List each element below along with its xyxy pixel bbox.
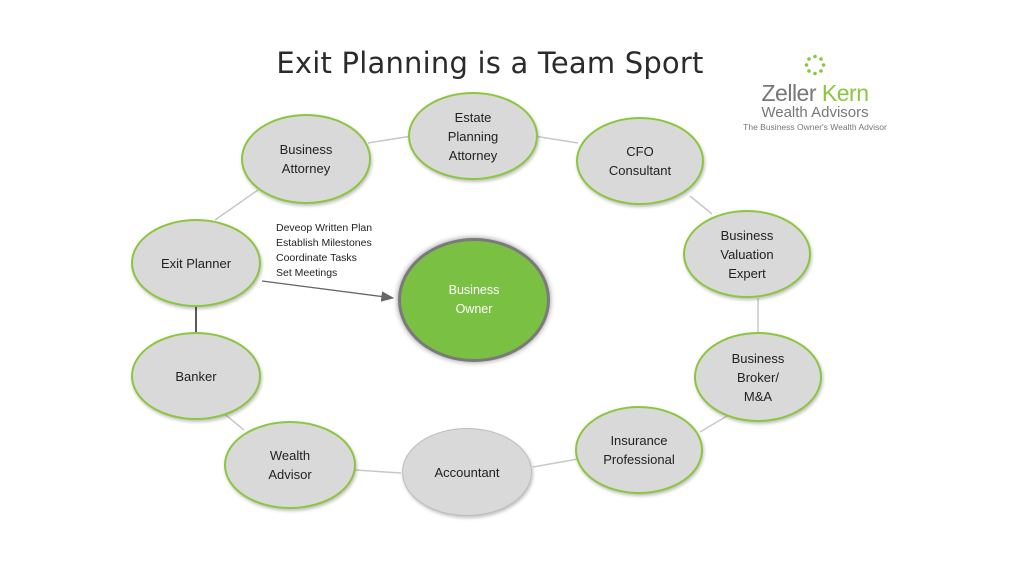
node-estate-planning-attorney: Estate Planning Attorney — [408, 92, 538, 180]
node-accountant: Accountant — [402, 428, 532, 516]
node-business-owner: Business Owner — [398, 238, 550, 362]
task-item: Establish Milestones — [276, 237, 372, 249]
node-banker: Banker — [131, 332, 261, 420]
logo-name-part1: Zeller — [761, 80, 822, 106]
planner-task-list: Deveop Written Plan Establish Milestones… — [276, 221, 372, 281]
task-item: Deveop Written Plan — [276, 222, 373, 234]
node-wealth-advisor: Wealth Advisor — [224, 421, 356, 509]
connector-attorney-estate — [367, 135, 413, 144]
node-cfo-consultant: CFO Consultant — [576, 117, 704, 205]
connector-cfo-valuation — [689, 195, 713, 215]
node-insurance-professional: Insurance Professional — [575, 406, 703, 494]
task-item: Set Meetings — [276, 267, 338, 279]
connector-estate-cfo — [533, 135, 579, 144]
logo-subtitle: Wealth Advisors — [761, 104, 869, 121]
node-business-valuation-expert: Business Valuation Expert — [683, 210, 811, 298]
task-item: Coordinate Tasks — [276, 252, 357, 264]
node-business-attorney: Business Attorney — [241, 114, 371, 204]
node-exit-planner: Exit Planner — [131, 219, 261, 307]
logo-ring-icon — [804, 54, 826, 76]
connector-insurance-accountant — [532, 458, 579, 468]
logo-name: Zeller Kern — [730, 80, 900, 107]
node-business-broker: Business Broker/ M&A — [694, 332, 822, 422]
connector-accountant-wealth — [354, 469, 402, 474]
diagram-title: Exit Planning is a Team Sport — [276, 46, 704, 80]
logo-tagline: The Business Owner's Wealth Advisor — [743, 122, 887, 132]
arrow-planner-to-owner — [261, 280, 395, 302]
logo-name-part2: Kern — [821, 80, 869, 106]
connector-planner-attorney — [214, 189, 259, 221]
